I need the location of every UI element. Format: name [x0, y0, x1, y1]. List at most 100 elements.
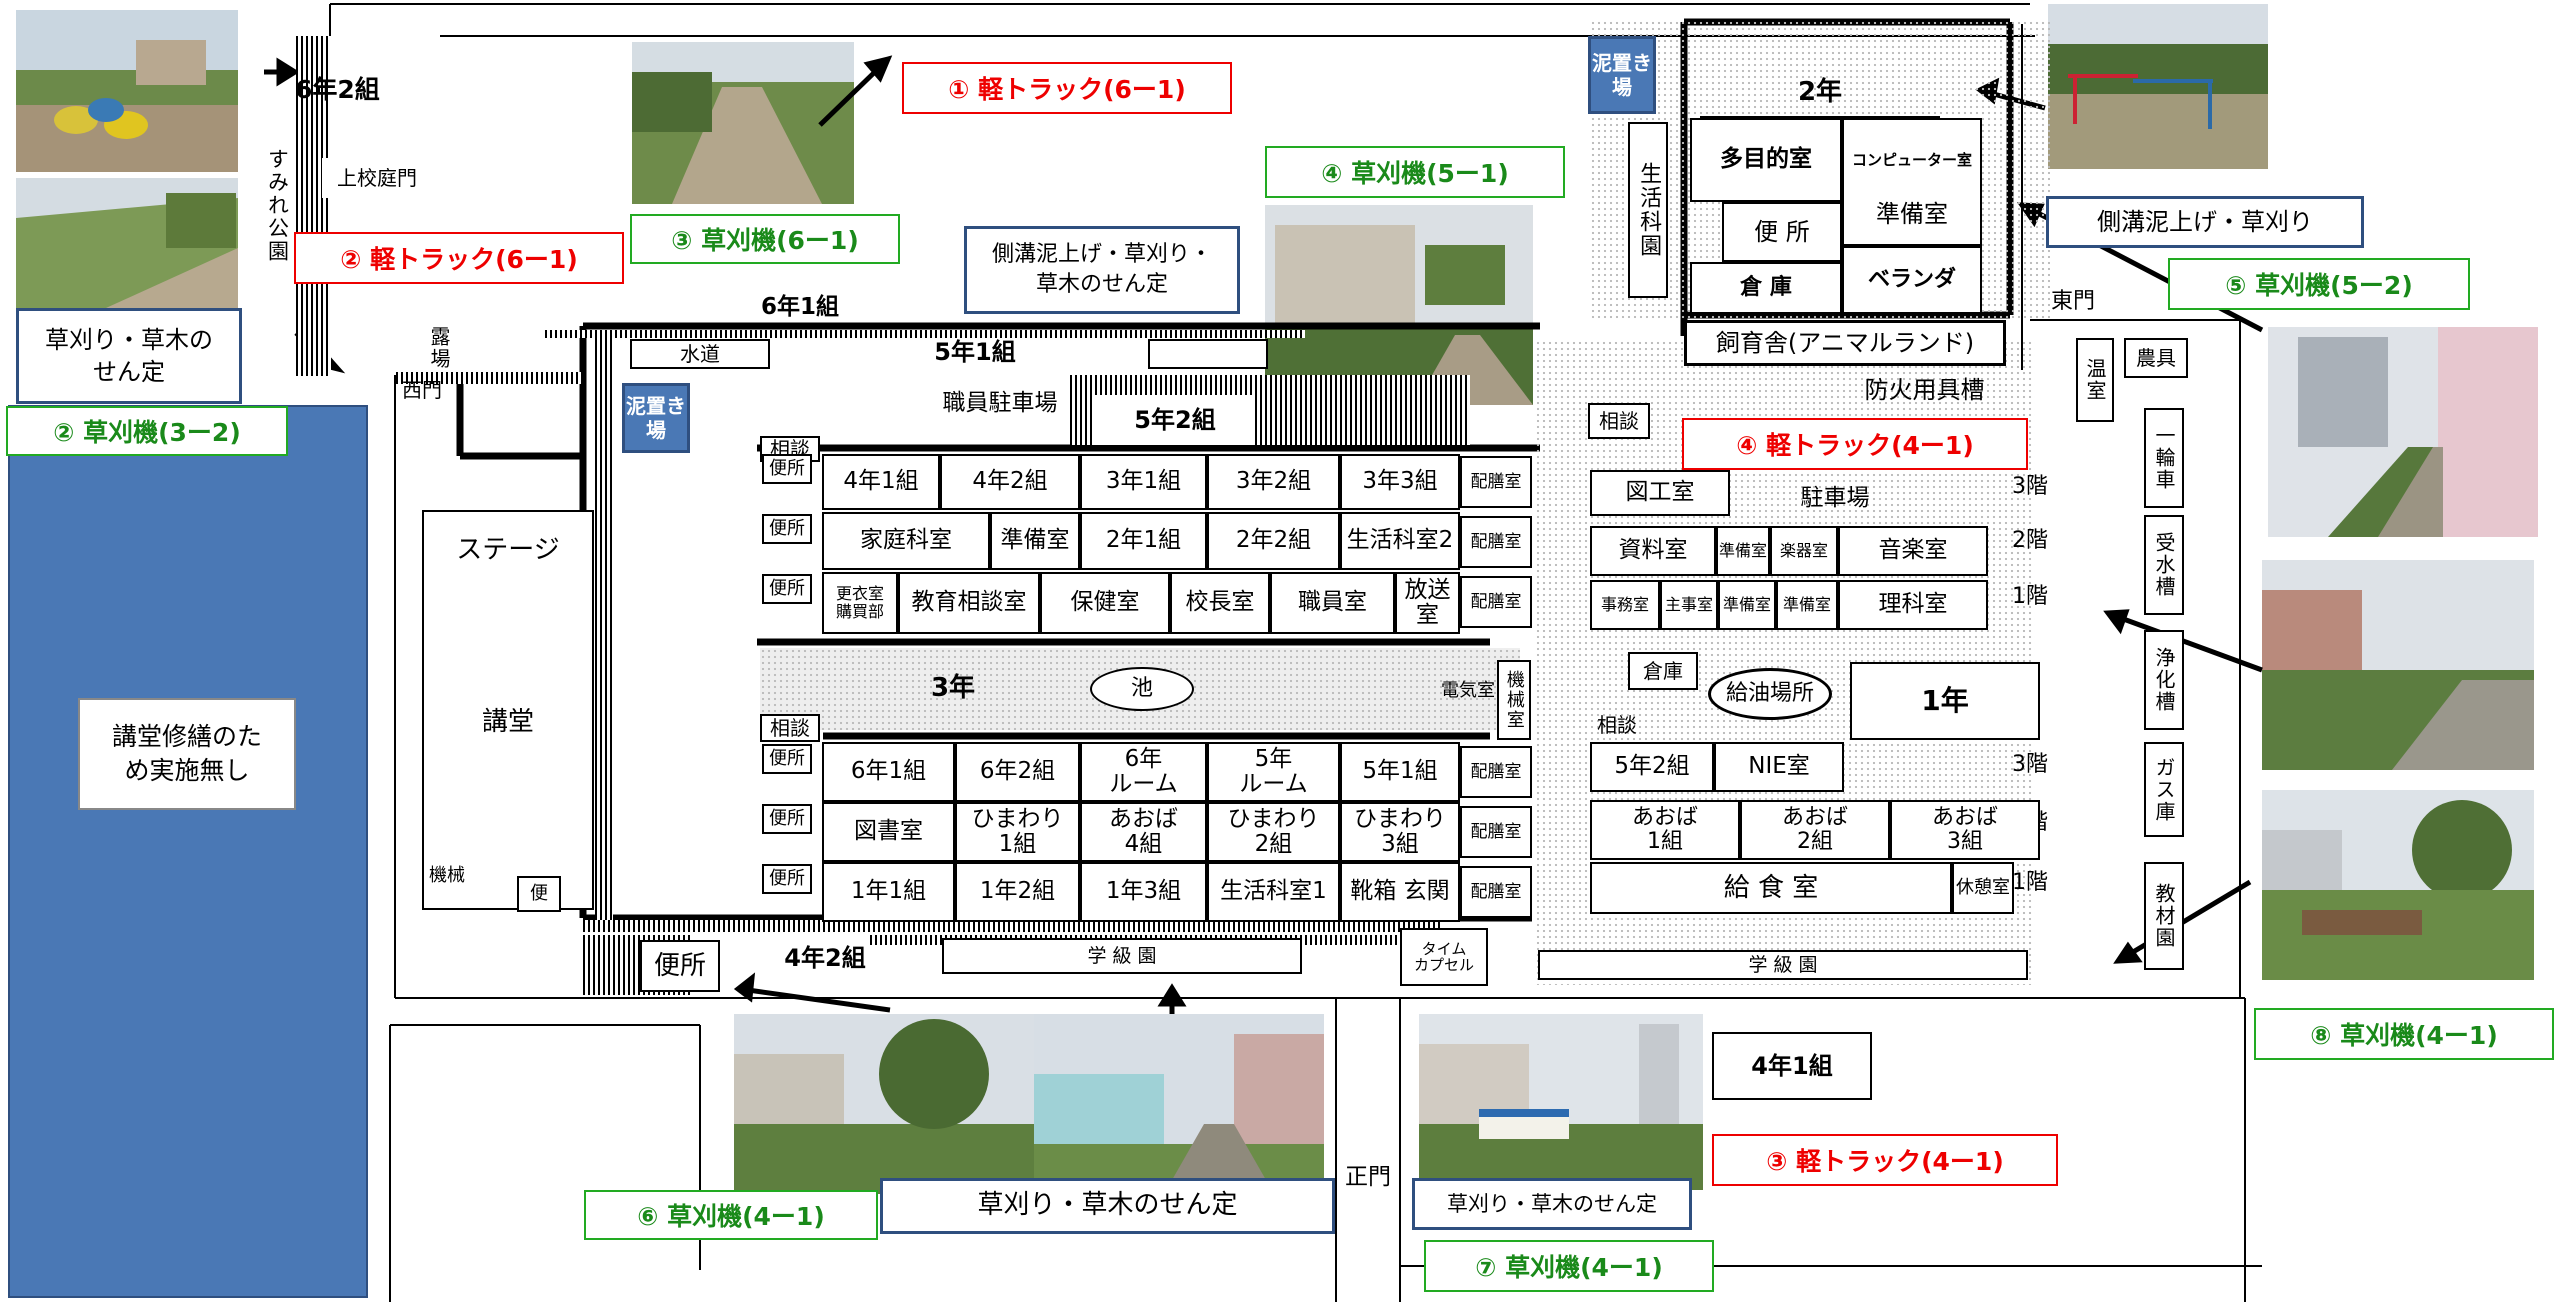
- north-r2-3-label: 2年2組: [1235, 527, 1312, 554]
- north-r2-1: 準備室: [990, 512, 1080, 570]
- photo-playground-ring: [16, 10, 238, 172]
- south-r3-4: 5年1組: [1340, 742, 1460, 802]
- mud-storage-west: 泥置き場: [622, 383, 690, 453]
- east-s3-0: 5年2組: [1590, 742, 1714, 792]
- south-r3-3-label: 5年 ルーム: [1239, 745, 1308, 797]
- mower-6-text: ⑥ 草刈機(4ー1): [637, 1202, 825, 1231]
- roof-box: [1148, 339, 1268, 369]
- east-s2-2-label: あおば 3組: [1931, 804, 1998, 854]
- garden-east: 学 級 園: [1538, 950, 2028, 980]
- consult-south-label: 相談: [770, 716, 810, 740]
- north-r2-2: 2年1組: [1080, 512, 1207, 570]
- toilet-southwest: 便所: [640, 940, 720, 992]
- west-gate: 西門: [396, 376, 448, 404]
- mud-storage-east: 泥置き場: [1588, 36, 1656, 114]
- light-truck-1-label: ① 軽トラック(6ー1): [902, 62, 1232, 114]
- dish-room-n-r3: 配膳室: [1460, 456, 1532, 508]
- septic-tank: 浄化槽: [2144, 630, 2184, 730]
- north-r3-0: 4年1組: [822, 454, 940, 510]
- machine-room-label: 機械室: [1503, 670, 1525, 730]
- parking-east-label: 駐車場: [1800, 485, 1870, 512]
- hatch-roof: [545, 330, 1305, 338]
- north-r2-0-label: 家庭科室: [860, 527, 952, 554]
- west-gate-label: 西門: [402, 378, 442, 402]
- sumire-park-label: すみれ公園: [265, 147, 290, 263]
- light-truck-3-label: ③ 軽トラック(4ー1): [1712, 1134, 2058, 1186]
- mower-3-label: ③ 草刈機(6ー1): [630, 214, 900, 264]
- east-s3-0-label: 5年2組: [1614, 753, 1690, 780]
- electric-room: 電気室: [1438, 676, 1498, 706]
- time-capsule: タイム カプセル: [1400, 928, 1488, 986]
- year3-label-box: 3年: [888, 668, 1018, 708]
- east-s2-1: あおば 2組: [1740, 800, 1890, 860]
- pond: 池: [1090, 667, 1194, 711]
- photo-wall-grass: [2268, 327, 2538, 537]
- north-r1-5-label: 放送室: [1404, 576, 1451, 628]
- toilet-small-label: 便: [530, 883, 548, 905]
- light-truck-2-text: ② 軽トラック(6ー1): [340, 245, 578, 274]
- toilet-tag-s-r1-label: 便所: [769, 868, 805, 890]
- east-n1-1: 主事室: [1660, 580, 1718, 630]
- note-grass-bottom2: 草刈り・草木のせん定: [1412, 1178, 1692, 1230]
- south-r2-2: あおば 4組: [1080, 802, 1207, 862]
- class-6-2: 6年2組: [295, 70, 410, 110]
- note-grass-trim-left: 草刈り・草木の せん定: [16, 308, 242, 404]
- dish-room-s-r2-label: 配膳室: [1470, 821, 1522, 842]
- east-gate-label: 東門: [2050, 288, 2095, 314]
- east-s2-0-label: あおば 1組: [1631, 804, 1698, 854]
- east-s1-0-label: 給 食 室: [1723, 872, 1819, 903]
- multipurpose-label: 多目的室: [1720, 146, 1812, 173]
- class-5-1-label: 5年1組: [934, 337, 1016, 366]
- south-r2-3-label: ひまわり 2組: [1227, 805, 1320, 857]
- toilet-tag-r1: 便所: [762, 574, 812, 604]
- north-r2-2-label: 2年1組: [1105, 527, 1182, 554]
- note-grass-bottom-text: 草刈り・草木のせん定: [977, 1190, 1238, 1221]
- consult-east-north-label: 相談: [1599, 409, 1639, 433]
- note-grass-bottom: 草刈り・草木のせん定: [880, 1178, 1335, 1234]
- sumire-park: すみれ公園: [262, 120, 292, 290]
- east-n2-0: 資料室: [1590, 526, 1716, 576]
- south-r2-3: ひまわり 2組: [1207, 802, 1340, 862]
- greenhouse-label: 温室: [2083, 358, 2107, 402]
- north-r3-2-label: 3年1組: [1105, 468, 1182, 495]
- gas-storage: ガス庫: [2144, 742, 2184, 837]
- north-r2-1-label: 準備室: [1000, 527, 1070, 554]
- time-capsule-label: タイム カプセル: [1413, 939, 1474, 974]
- light-truck-4-label: ④ 軽トラック(4ー1): [1682, 418, 2028, 470]
- dish-room-n-r3-label: 配膳室: [1470, 471, 1522, 492]
- class-6-2-label: 6年2組: [295, 75, 380, 105]
- north-r3-3: 3年2組: [1207, 454, 1340, 510]
- south-r2-0-label: 図書室: [854, 818, 923, 845]
- garden-south-label: 学 級 園: [1087, 944, 1157, 967]
- south-r1-3-label: 生活科室1: [1220, 878, 1327, 905]
- floor-2-north: 2階: [2012, 528, 2048, 553]
- photo-flowerbed-yard: [2262, 790, 2534, 980]
- north-r1-0-label: 更衣室 購買部: [835, 584, 884, 621]
- roofed-field: 露場: [424, 318, 454, 378]
- prep-room-ne: 準備室: [1842, 184, 1982, 246]
- light-truck-4-text: ④ 軽トラック(4ー1): [1736, 431, 1974, 460]
- note-ditch-center-text: 側溝泥上げ・草刈り・ 草木のせん定: [991, 242, 1212, 297]
- stage-label: ステージ: [456, 535, 560, 565]
- dish-room-n-r1: 配膳室: [1460, 576, 1532, 628]
- north-r1-2: 保健室: [1040, 572, 1170, 634]
- north-r2-4: 生活科室2: [1340, 512, 1460, 570]
- photo-shed-path: [2262, 560, 2534, 770]
- east-s3-1: NIE室: [1714, 742, 1844, 792]
- south-r3-2-label: 6年 ルーム: [1109, 745, 1178, 797]
- mower-7-text: ⑦ 草刈機(4ー1): [1475, 1253, 1663, 1282]
- north-r1-4-label: 職員室: [1298, 589, 1367, 616]
- east-n2-2-label: 楽器室: [1779, 541, 1828, 561]
- mower-2-label: ② 草刈機(3ー2): [6, 406, 288, 456]
- year3-label: 3年: [930, 672, 976, 703]
- dish-room-n-r1-label: 配膳室: [1470, 591, 1522, 612]
- stage-area: ステージ 講堂 機械: [422, 510, 594, 910]
- consult-east-south: 相談: [1586, 708, 1648, 742]
- photo-pool-fence: [1034, 1014, 1324, 1194]
- south-r3-1-label: 6年2組: [979, 758, 1056, 785]
- south-r1-0-label: 1年1組: [850, 878, 927, 905]
- toilet-tag-s-r1: 便所: [762, 864, 812, 894]
- upper-gate-label: 上校庭門: [337, 166, 417, 190]
- north-r3-4: 3年3組: [1340, 454, 1460, 510]
- north-r1-1-label: 教育相談室: [911, 589, 1027, 616]
